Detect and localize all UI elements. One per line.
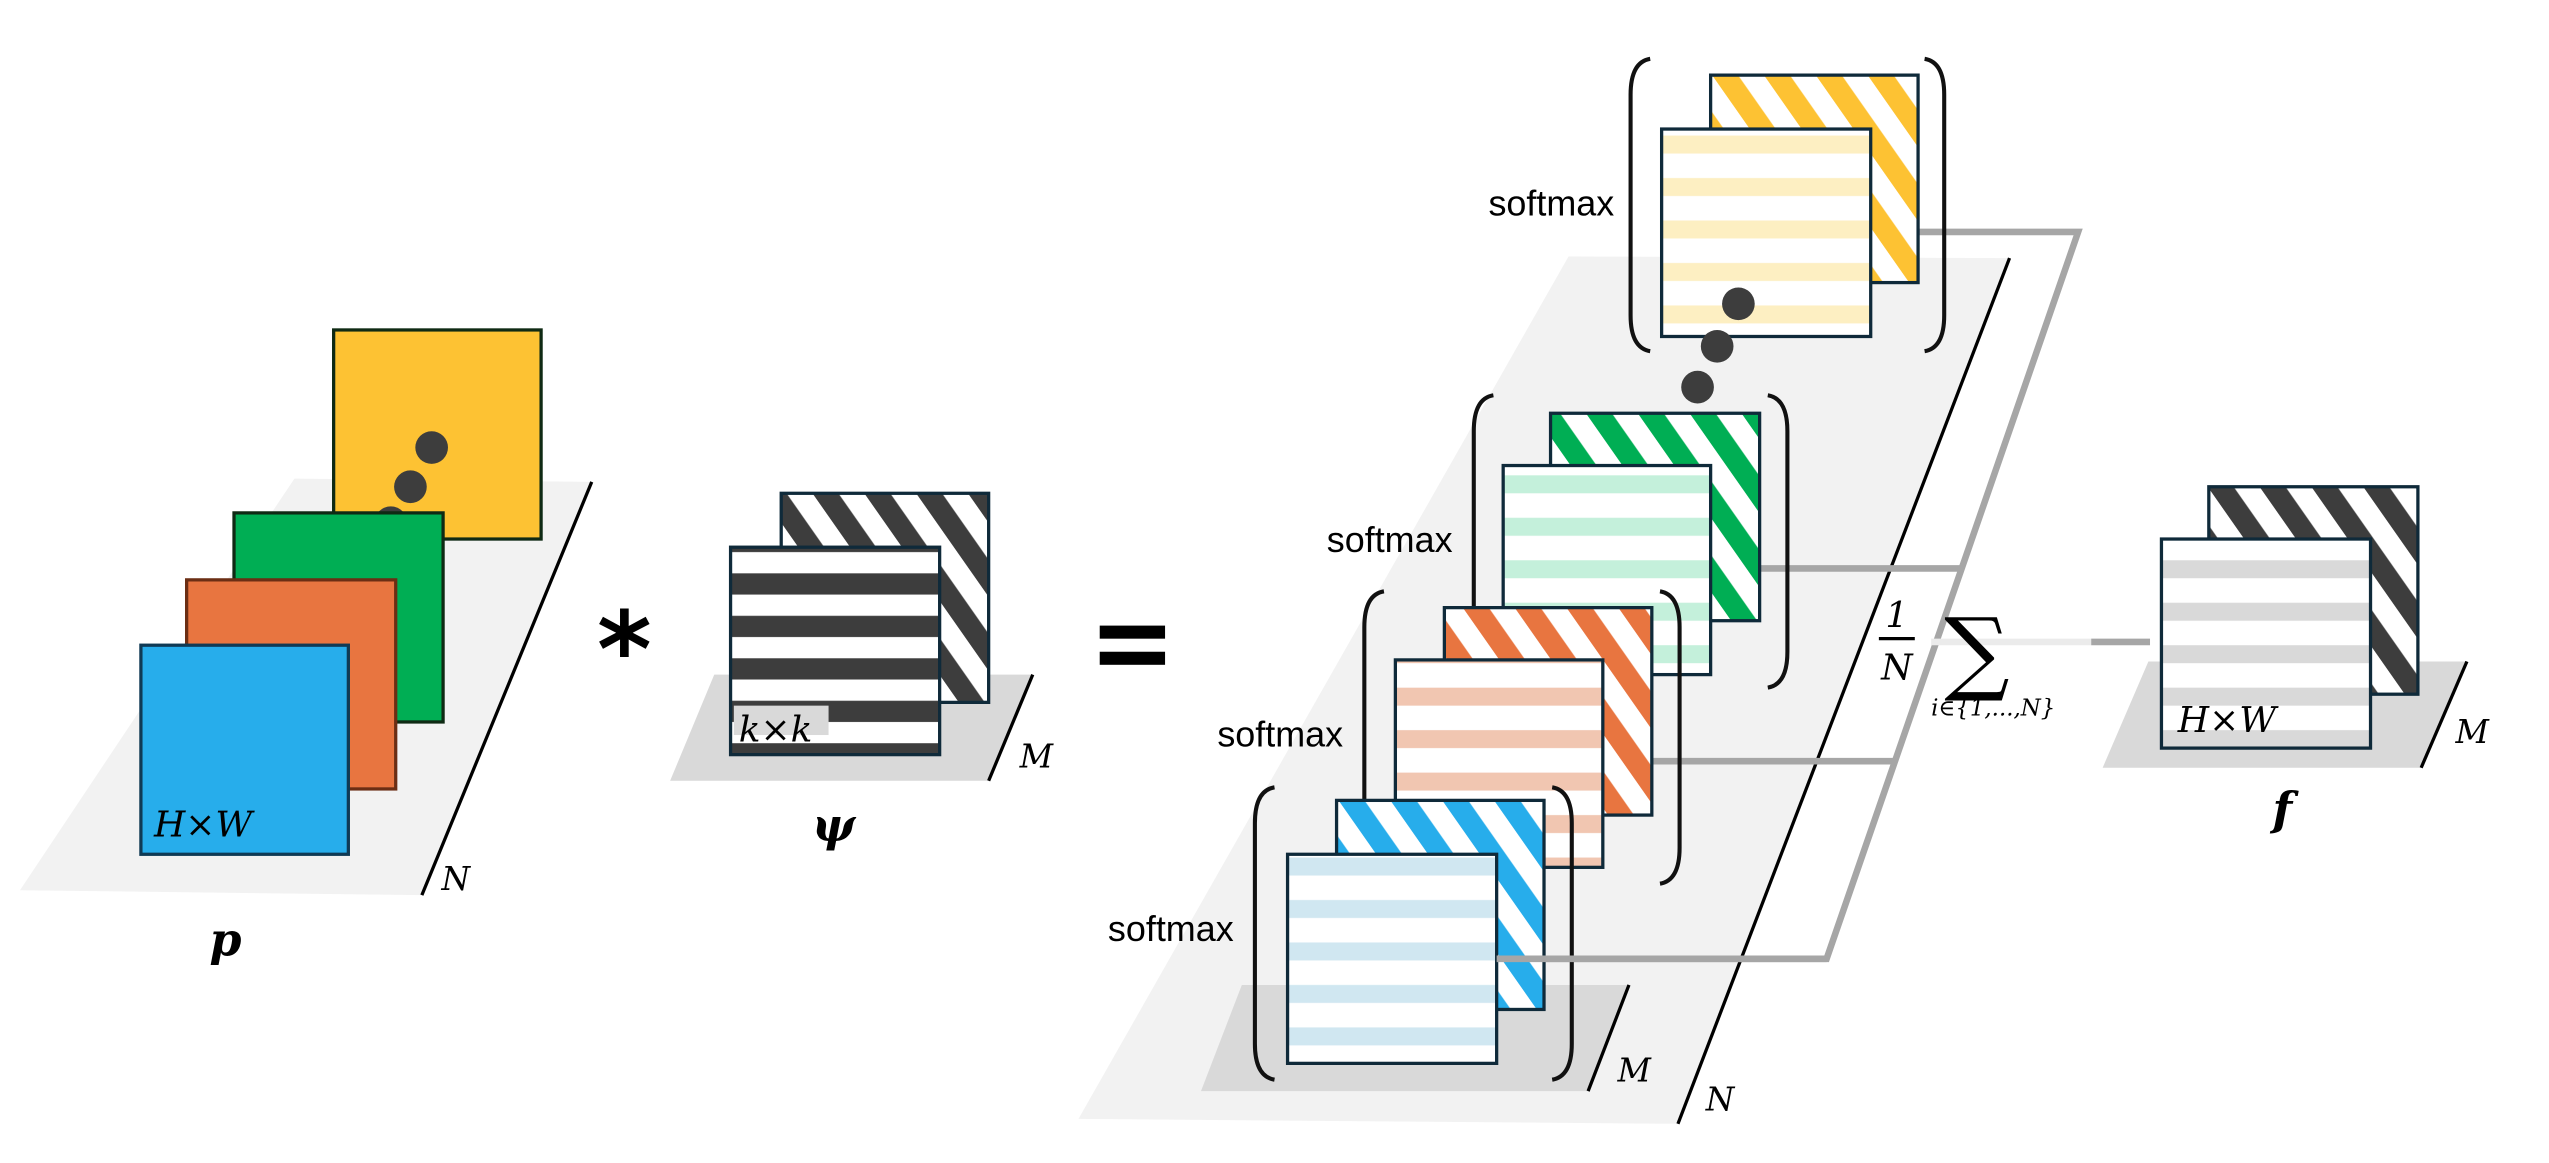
attention-outer-depth-label: N	[1705, 1081, 1736, 1119]
kernel-symbol: ψ	[812, 798, 857, 852]
output-dimension-label: H×W	[2177, 700, 2279, 741]
bracket-right	[1767, 393, 1790, 690]
bracket-left	[1628, 56, 1651, 354]
ellipsis-dot	[394, 470, 427, 504]
attention-tensor: N softmax softmax s	[1078, 56, 2083, 1125]
input-dimension-label: H×W	[153, 804, 255, 845]
input-tensor-p: H×W N p	[20, 328, 594, 967]
equals-bar-top	[1099, 625, 1166, 639]
output-depth-axis	[2419, 660, 2469, 769]
sum-symbol: ∑	[1944, 598, 2009, 705]
fraction-denominator: N	[1880, 648, 1914, 689]
kernel-depth-label: M	[1019, 738, 1055, 776]
ellipsis-dot	[1700, 329, 1734, 363]
softmax-group-orange: softmax	[1217, 589, 1682, 886]
kernel-tensor-psi: k×k M ψ	[670, 491, 1055, 852]
output-tensor-f: H×W M f	[2102, 485, 2490, 836]
softmax-label: softmax	[1217, 713, 1343, 754]
attention-inner-depth-label: M	[1617, 1051, 1653, 1089]
softmax-group-green: softmax	[1327, 393, 1790, 690]
ellipsis-dot	[415, 431, 448, 464]
bracket-right	[1659, 589, 1682, 886]
attention-map-blue	[1285, 852, 1499, 1065]
equals-bar-bottom	[1099, 651, 1166, 665]
aggregation-formula: 1 N ∑ i∈{1,...,N}	[1878, 595, 2151, 721]
attention-map-yellow	[1659, 127, 1873, 339]
kernel-dimension-label: k×k	[739, 710, 813, 751]
softmax-group-yellow: softmax	[1488, 56, 1947, 354]
bracket-right	[1924, 56, 1947, 354]
fraction-numerator: 1	[1885, 595, 1908, 636]
equals-operator	[1099, 625, 1166, 665]
ellipsis-dot	[1722, 287, 1755, 321]
softmax-group-blue: softmax	[1108, 785, 1574, 1082]
output-depth-label: M	[2454, 713, 2490, 751]
kernel-depth-axis	[987, 673, 1035, 782]
bracket-right	[1551, 785, 1574, 1082]
output-map-front	[2159, 537, 2373, 750]
ellipsis-dot	[1681, 370, 1714, 404]
attention-inner-depth-axis	[1586, 984, 1631, 1092]
sum-index: i∈{1,...,N}	[1931, 695, 2055, 721]
softmax-label: softmax	[1327, 519, 1453, 560]
softmax-label: softmax	[1488, 183, 1614, 224]
input-symbol: p	[210, 913, 242, 967]
bracket-left	[1252, 785, 1276, 1082]
input-depth-axis	[420, 481, 594, 896]
convolution-operator: *	[597, 589, 652, 711]
attention-outer-depth-axis	[1676, 257, 2012, 1125]
kernel-label-bg	[733, 705, 829, 736]
softmax-label: softmax	[1108, 908, 1234, 949]
input-map-blue	[139, 643, 350, 856]
input-depth-label: N	[440, 860, 471, 898]
output-symbol: f	[2269, 782, 2299, 836]
